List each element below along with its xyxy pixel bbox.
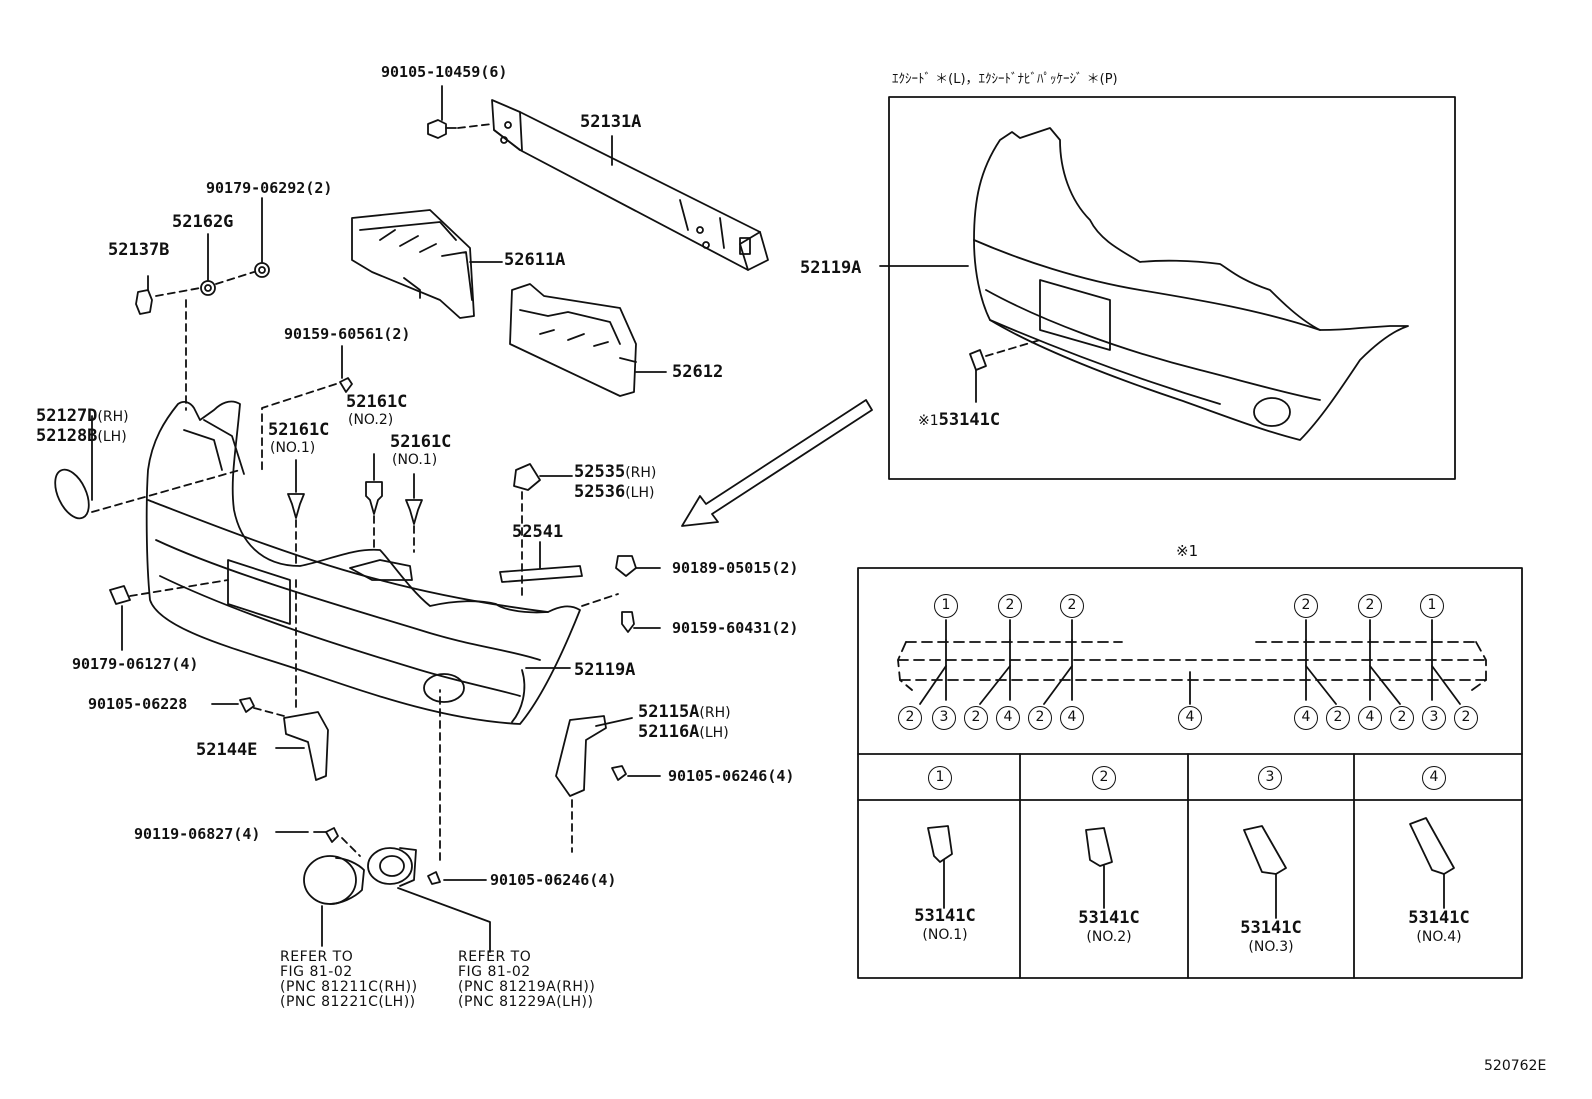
label-90159-60431: 90159-60431(2) xyxy=(672,619,799,637)
clip-callout: 2 xyxy=(1294,594,1318,618)
clip-no1-drawing xyxy=(927,825,953,909)
label-52131A: 52131A xyxy=(580,112,642,132)
label-52144E: 52144E xyxy=(196,740,258,760)
seal-strip-drawing xyxy=(499,565,583,583)
table-cell-no3: 53141C(NO.3) xyxy=(1240,918,1302,955)
label-52119A-main: 52119A xyxy=(574,660,636,680)
label-52161C-no1-right: 52161C xyxy=(390,432,452,452)
clip-callout: 3 xyxy=(932,706,956,730)
label-90105-06246-lower: 90105-06246(4) xyxy=(490,871,617,889)
table-cell-no4: 53141C(NO.4) xyxy=(1408,908,1470,945)
clip-callout: 4 xyxy=(1358,706,1382,730)
clip-callout: 2 xyxy=(1028,706,1052,730)
table-cell-no2: 53141C(NO.2) xyxy=(1078,908,1140,945)
front-bumper-cover-drawing xyxy=(145,400,581,725)
energy-absorber-lh-drawing xyxy=(509,283,637,397)
label-52161C-no1-left: 52161C xyxy=(268,420,330,440)
clip-no4-drawing xyxy=(1409,817,1455,909)
energy-absorber-drawing xyxy=(351,209,475,319)
label-90179-06292: 90179-06292(2) xyxy=(206,179,333,197)
inset-frame xyxy=(888,96,1456,480)
label-90159-60561: 90159-60561(2) xyxy=(284,325,411,343)
push-clips-drawing xyxy=(287,481,423,525)
clip-callout: 2 xyxy=(1326,706,1350,730)
side-bracket-drawing xyxy=(513,463,541,491)
bolt-06228-drawing xyxy=(239,697,255,713)
label-52162G: 52162G xyxy=(172,212,234,232)
label-90105-10459: 90105-10459(6) xyxy=(381,63,508,81)
clip-no3-drawing xyxy=(1243,825,1287,919)
inset-label-52119A: 52119A xyxy=(800,258,862,278)
clip-callout: 4 xyxy=(1294,706,1318,730)
clip-callout: 2 xyxy=(1390,706,1414,730)
clip-callout: 2 xyxy=(998,594,1022,618)
label-90189-05015: 90189-05015(2) xyxy=(672,559,799,577)
inset-clip-label: ※153141C xyxy=(918,410,1001,430)
clip-callout: 2 xyxy=(1454,706,1478,730)
label-52161C-no2-sub: (NO.2) xyxy=(348,412,394,428)
table-cell-no1: 53141C(NO.1) xyxy=(914,906,976,943)
inset-bumper-drawing xyxy=(973,127,1409,441)
clip-callout: 2 xyxy=(1358,594,1382,618)
label-52161C-no1-right-sub: (NO.1) xyxy=(392,452,438,468)
label-52137B: 52137B xyxy=(108,240,170,260)
clip-callout: 3 xyxy=(1422,706,1446,730)
diagram-id: 520762E xyxy=(1484,1058,1547,1074)
table-header-num: 4 xyxy=(1422,766,1446,790)
clip-callout: 4 xyxy=(1060,706,1084,730)
nut-drawing xyxy=(615,555,637,577)
detail-frame xyxy=(857,567,1523,979)
lower-bracket-drawing xyxy=(283,711,329,781)
fog-lamp-bracket-drawing xyxy=(555,715,607,797)
label-52128B: 52128B(LH) xyxy=(36,426,127,446)
fog-lamp-bezel-drawing xyxy=(367,847,417,887)
reinforcement-beam-drawing xyxy=(491,99,769,271)
label-90119-06827: 90119-06827(4) xyxy=(134,825,261,843)
clip-callout: 2 xyxy=(1060,594,1084,618)
clip-callout: 2 xyxy=(898,706,922,730)
table-header-num: 1 xyxy=(928,766,952,790)
label-52536: 52536(LH) xyxy=(574,482,655,502)
screw-drawing xyxy=(621,611,635,633)
label-52611A: 52611A xyxy=(504,250,566,270)
clip-layout-marks xyxy=(919,619,1461,705)
label-90105-06228: 90105-06228 xyxy=(88,695,188,713)
label-52161C-no2: 52161C xyxy=(346,392,408,412)
clip-callout: 4 xyxy=(996,706,1020,730)
clip-callout: 1 xyxy=(934,594,958,618)
retainer-drawing xyxy=(109,585,131,605)
emblem-drawing xyxy=(54,468,90,520)
clip-callout: 2 xyxy=(964,706,988,730)
bolt-drawing xyxy=(427,119,457,139)
label-52115A: 52115A(RH) xyxy=(638,702,731,722)
label-90179-06127: 90179-06127(4) xyxy=(72,655,199,673)
fog-lamp-drawing xyxy=(303,855,365,905)
label-52612: 52612 xyxy=(672,362,724,382)
label-52535: 52535(RH) xyxy=(574,462,657,482)
clip-callout: 4 xyxy=(1178,706,1202,730)
clip-layout-drawing xyxy=(897,641,1487,691)
label-52127D: 52127D(RH) xyxy=(36,406,129,426)
inset-caption: ｴｸｼｰﾄﾞ ＊(L)，ｴｸｼｰﾄﾞﾅﾋﾞﾊﾟｯｹｰｼﾞ ＊(P) xyxy=(892,72,1118,87)
inset-clip-drawing xyxy=(969,349,987,371)
clip-callout: 1 xyxy=(1420,594,1444,618)
detail-mark: ※1 xyxy=(1176,542,1199,560)
table-header-num: 2 xyxy=(1092,766,1116,790)
label-90105-06246-upper: 90105-06246(4) xyxy=(668,767,795,785)
label-52161C-no1-left-sub: (NO.1) xyxy=(270,440,316,456)
bolt-06246-drawing xyxy=(611,765,627,781)
label-52116A: 52116A(LH) xyxy=(638,722,729,742)
clip-set-drawing xyxy=(135,262,270,315)
table-header-num: 3 xyxy=(1258,766,1282,790)
clip-no2-drawing xyxy=(1085,827,1113,909)
label-52541: 52541 xyxy=(512,522,564,542)
